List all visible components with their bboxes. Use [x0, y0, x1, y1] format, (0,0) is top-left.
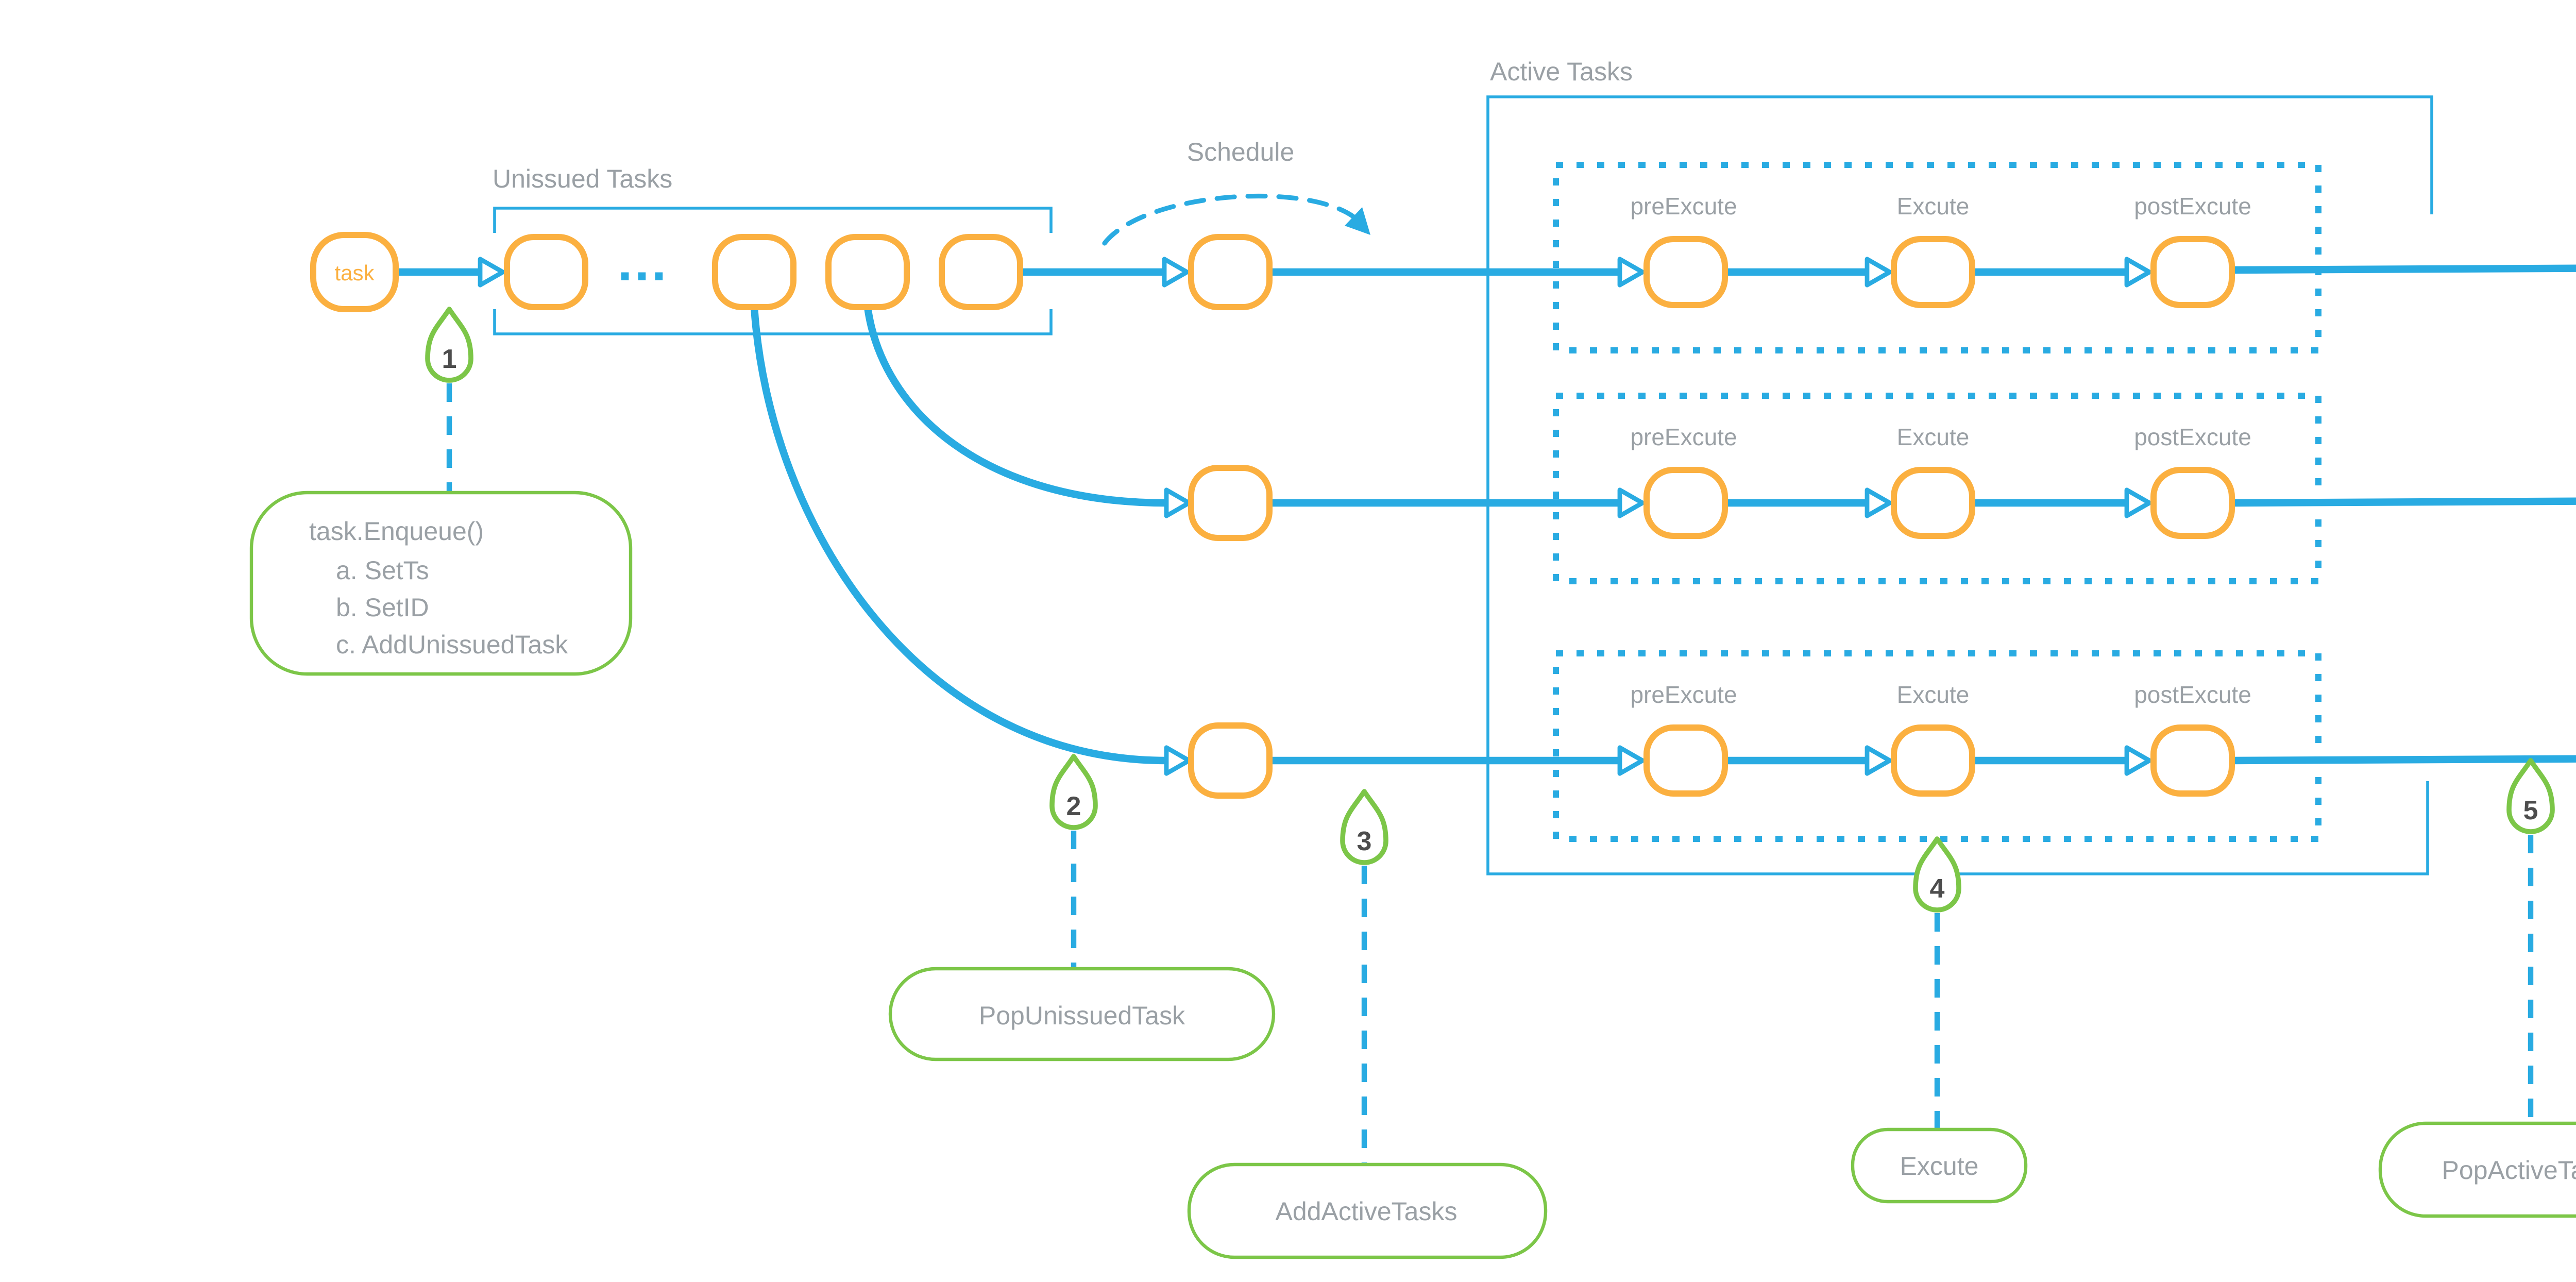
unissued-queue-bottom-bracket — [493, 309, 1053, 335]
marker-4: 4 — [1913, 836, 1961, 1129]
marker-3: 3 — [1340, 789, 1388, 1165]
row3-postexcute-label: postExcute — [2134, 681, 2251, 708]
note-task-enqueue-item-a: a. SetTs — [336, 556, 429, 585]
note-pop-active-tasks-text: PopActiveTasks — [2442, 1156, 2576, 1185]
row2-excute-node — [1891, 467, 1975, 539]
schedule-label: Schedule — [1187, 138, 1295, 166]
arrow-row2-excute-to-post — [1972, 487, 2152, 518]
task-node — [310, 232, 399, 312]
active-tasks-label: Active Tasks — [1490, 57, 1633, 86]
marker-5-pin-icon — [2506, 758, 2555, 834]
row2-excute-label: Excute — [1897, 424, 1970, 450]
arrow-row3-excute-to-post — [1972, 745, 2152, 776]
arrow-curve-queue-to-row2 — [863, 307, 1192, 518]
marker-1: 1 — [425, 307, 473, 493]
arrow-row3-pre-to-excute — [1725, 745, 1892, 776]
note-task-enqueue-title: task.Enqueue() — [309, 517, 484, 546]
row1-postexcute-node — [2150, 236, 2235, 308]
schedule-arc — [1102, 193, 1365, 246]
note-task-enqueue-item-c: c. AddUnissuedTask — [336, 630, 568, 659]
marker-1-number: 1 — [442, 344, 457, 374]
note-pop-unissued-task: PopUnissuedTask — [888, 967, 1276, 1061]
unissued-node-2 — [712, 234, 796, 310]
marker-4-pin-icon — [1913, 836, 1961, 913]
row2-preexcute-node — [1643, 467, 1728, 539]
arrow-row1-excute-to-post — [1972, 257, 2152, 288]
arrow-row3-entry — [1269, 745, 1645, 776]
note-add-active-tasks-text: AddActiveTasks — [1276, 1197, 1458, 1226]
row3-preexcute-node — [1643, 724, 1728, 797]
marker-1-pin-icon — [425, 307, 473, 383]
unissued-tasks-label: Unissued Tasks — [493, 164, 672, 193]
note-excute: Excute — [1851, 1127, 2028, 1204]
row3-preexcute-label: preExcute — [1630, 681, 1737, 708]
arrow-row1-exit — [2231, 264, 2576, 274]
arrow-row2-exit — [2231, 497, 2576, 507]
unissued-node-4 — [939, 234, 1023, 310]
row2-postexcute-node — [2150, 467, 2235, 539]
marker-5: 5 — [2506, 758, 2555, 1123]
queue-ellipsis: ... — [618, 232, 669, 292]
arrow-queue-to-schedule-node — [1022, 257, 1190, 288]
note-add-active-tasks: AddActiveTasks — [1187, 1162, 1548, 1259]
task-node-label: task — [334, 261, 375, 285]
marker-2-number: 2 — [1066, 791, 1081, 821]
unissued-queue-top-bracket — [493, 207, 1053, 233]
marker-3-number: 3 — [1357, 826, 1372, 856]
marker-2-pin-icon — [1049, 754, 1098, 830]
row2-postexcute-label: postExcute — [2134, 424, 2251, 450]
schedule-arc-arrowhead-icon — [1345, 207, 1370, 235]
arrow-curve-queue-to-row3 — [750, 307, 1192, 776]
row3-excute-label: Excute — [1897, 681, 1970, 708]
arrow-row3-exit — [2231, 755, 2576, 765]
arrow-row1-pre-to-excute — [1725, 257, 1892, 288]
arrow-row2-entry — [1269, 487, 1645, 518]
arrow-row1-entry — [1269, 257, 1645, 288]
marker-3-pin-icon — [1340, 789, 1388, 865]
note-pop-unissued-task-text: PopUnissuedTask — [979, 1001, 1185, 1030]
row1-head-node — [1188, 234, 1273, 310]
note-task-enqueue-item-b: b. SetID — [336, 593, 429, 622]
row1-excute-node — [1891, 236, 1975, 308]
unissued-node-3 — [825, 234, 910, 310]
marker-5-number: 5 — [2523, 796, 2538, 825]
row2-head-node — [1188, 465, 1273, 541]
row3-postexcute-node — [2150, 724, 2235, 797]
row1-preexcute-label: preExcute — [1630, 193, 1737, 220]
note-pop-active-tasks: PopActiveTasks — [2378, 1121, 2576, 1218]
unissued-node-1 — [504, 234, 588, 310]
row2-preexcute-label: preExcute — [1630, 424, 1737, 450]
marker-4-number: 4 — [1930, 874, 1945, 904]
arrow-task-to-queue — [398, 257, 505, 288]
row1-postexcute-label: postExcute — [2134, 193, 2251, 220]
active-tasks-bracket — [1486, 95, 2433, 875]
note-task-enqueue: task.Enqueue() a. SetTs b. SetID c. AddU… — [249, 491, 633, 676]
arrow-row2-pre-to-excute — [1725, 487, 1892, 518]
note-excute-text: Excute — [1900, 1152, 1979, 1180]
row1-excute-label: Excute — [1897, 193, 1970, 220]
row1-preexcute-node — [1643, 236, 1728, 308]
row3-excute-node — [1891, 724, 1975, 797]
marker-2: 2 — [1049, 754, 1098, 969]
row3-head-node — [1188, 722, 1273, 799]
